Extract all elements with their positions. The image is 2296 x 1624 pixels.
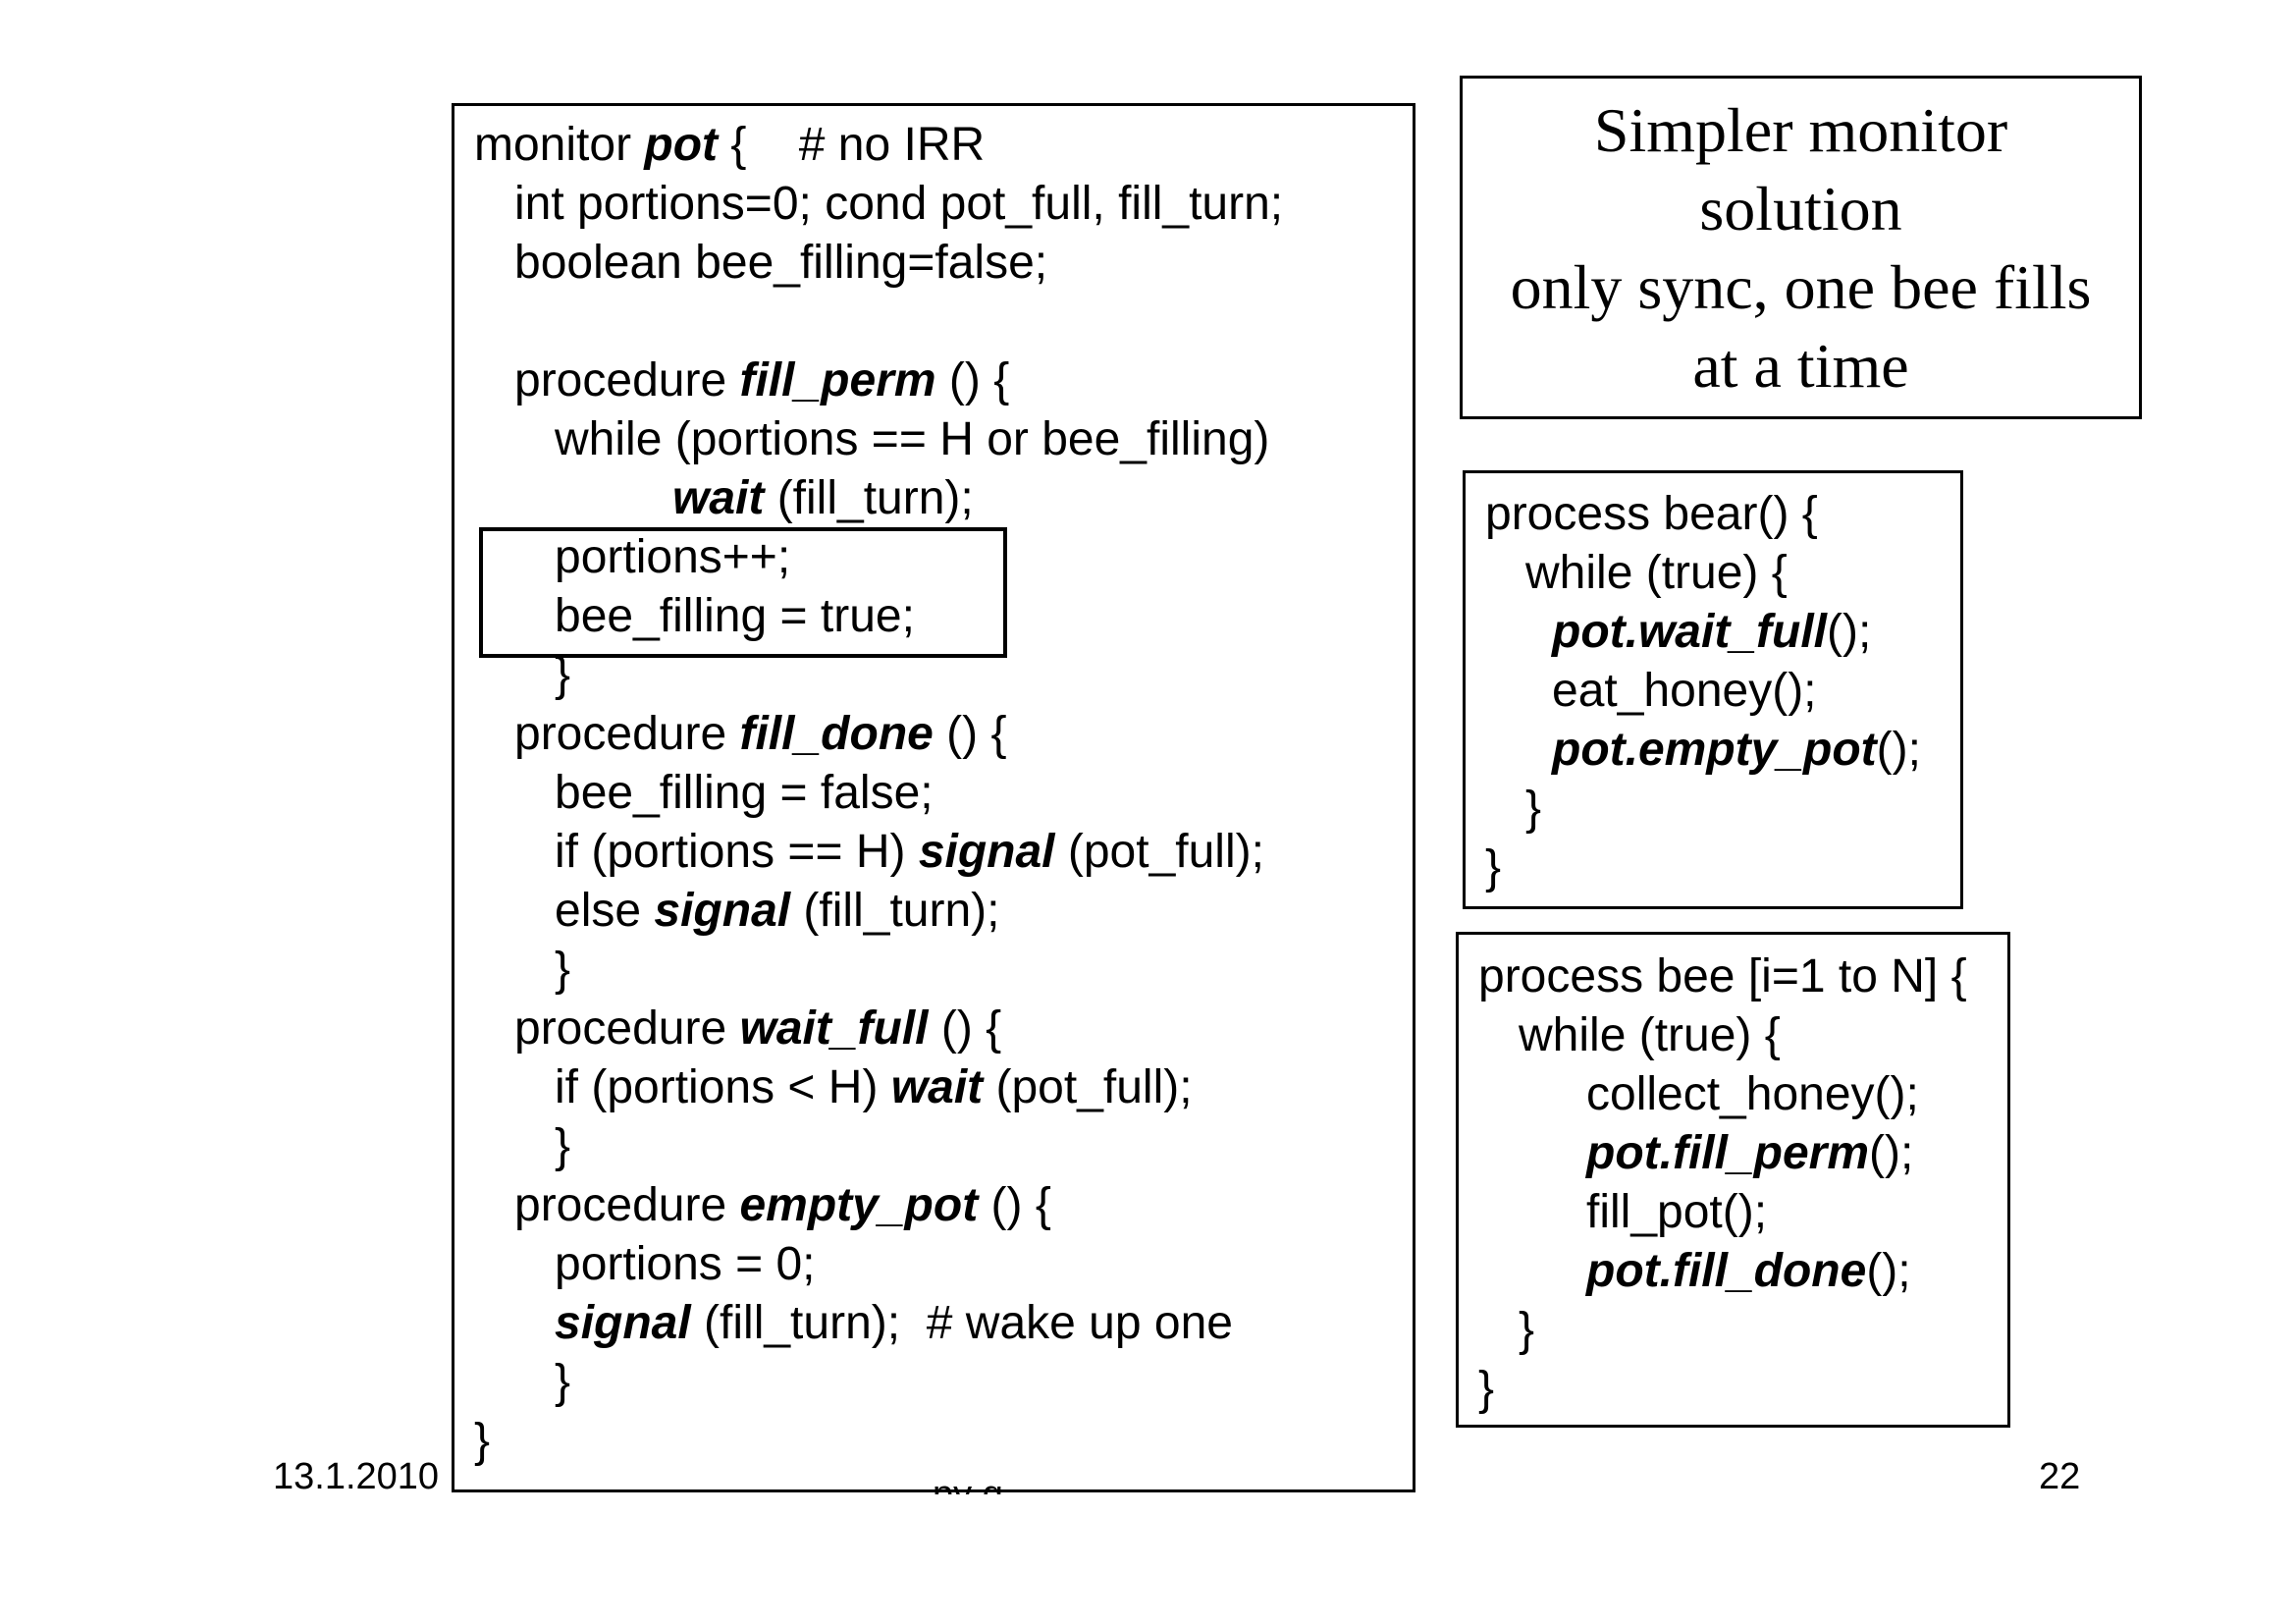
code-line: } (555, 1356, 571, 1408)
code-line: } (1519, 1304, 1535, 1356)
bear-process-code: process bear() { while (true) { pot.wait… (1463, 470, 1963, 909)
code-line: int portions=0; cond pot_full, fill_turn… (514, 178, 1284, 230)
code-line: if (portions == H) signal (pot_full); (555, 826, 1264, 878)
code-line: } (1485, 841, 1502, 893)
code-line: } (555, 944, 571, 996)
code-line: portions = 0; (555, 1238, 816, 1290)
code-line: pot.wait_full(); (1552, 606, 1872, 658)
code-line: procedure fill_perm () { (514, 354, 1010, 406)
code-line: pot.fill_perm(); (1586, 1127, 1914, 1179)
code-line: procedure empty_pot () { (514, 1179, 1051, 1231)
code-line: while (portions == H or bee_filling) (555, 413, 1270, 465)
code-line: procedure wait_full () { (514, 1002, 1002, 1055)
slide-date: 13.1.2010 (273, 1456, 440, 1497)
bee-process-code: process bee [i=1 to N] { while (true) { … (1456, 932, 2010, 1428)
code-line: } (474, 1415, 491, 1467)
code-line: bee_filling = false; (555, 767, 934, 819)
code-line: if (portions < H) wait (pot_full); (555, 1061, 1193, 1113)
code-line: collect_honey(); (1586, 1068, 1919, 1120)
code-line: process bee [i=1 to N] { (1478, 950, 1967, 1002)
code-line: eat_honey(); (1552, 665, 1817, 717)
title-line-2: solution (1699, 174, 1902, 244)
code-line: } (1478, 1363, 1495, 1415)
code-line: } (555, 649, 571, 701)
code-line: } (1525, 783, 1542, 835)
slide-page-number: 22 (2039, 1456, 2081, 1497)
title-line-3: only sync, one bee fills (1510, 252, 2092, 322)
footer-fragment: py g (933, 1474, 1003, 1494)
code-line: bee_filling = true; (555, 590, 915, 642)
code-line: while (true) { (1525, 547, 1788, 599)
code-line: pot.empty_pot(); (1552, 724, 1921, 776)
code-line: boolean bee_filling=false; (514, 237, 1048, 289)
slide-title-box: Simpler monitor solution only sync, one … (1460, 76, 2142, 419)
code-line: while (true) { (1519, 1009, 1781, 1061)
code-line: pot.fill_done(); (1586, 1245, 1911, 1297)
code-line: wait (fill_turn); (672, 472, 974, 524)
code-line: signal (fill_turn); # wake up one (555, 1297, 1233, 1349)
code-line: process bear() { (1485, 488, 1818, 540)
critical-section-highlight (479, 527, 1007, 658)
code-line: monitor pot { # no IRR (474, 119, 986, 171)
code-line: portions++; (555, 531, 791, 583)
code-line: else signal (fill_turn); (555, 885, 1000, 937)
monitor-pot-code: monitor pot { # no IRR int portions=0; c… (452, 103, 1415, 1492)
code-line: } (555, 1120, 571, 1172)
title-line-4: at a time (1692, 331, 1909, 401)
code-line: procedure fill_done () { (514, 708, 1007, 760)
code-line: fill_pot(); (1586, 1186, 1768, 1238)
title-line-1: Simpler monitor (1593, 95, 2008, 165)
